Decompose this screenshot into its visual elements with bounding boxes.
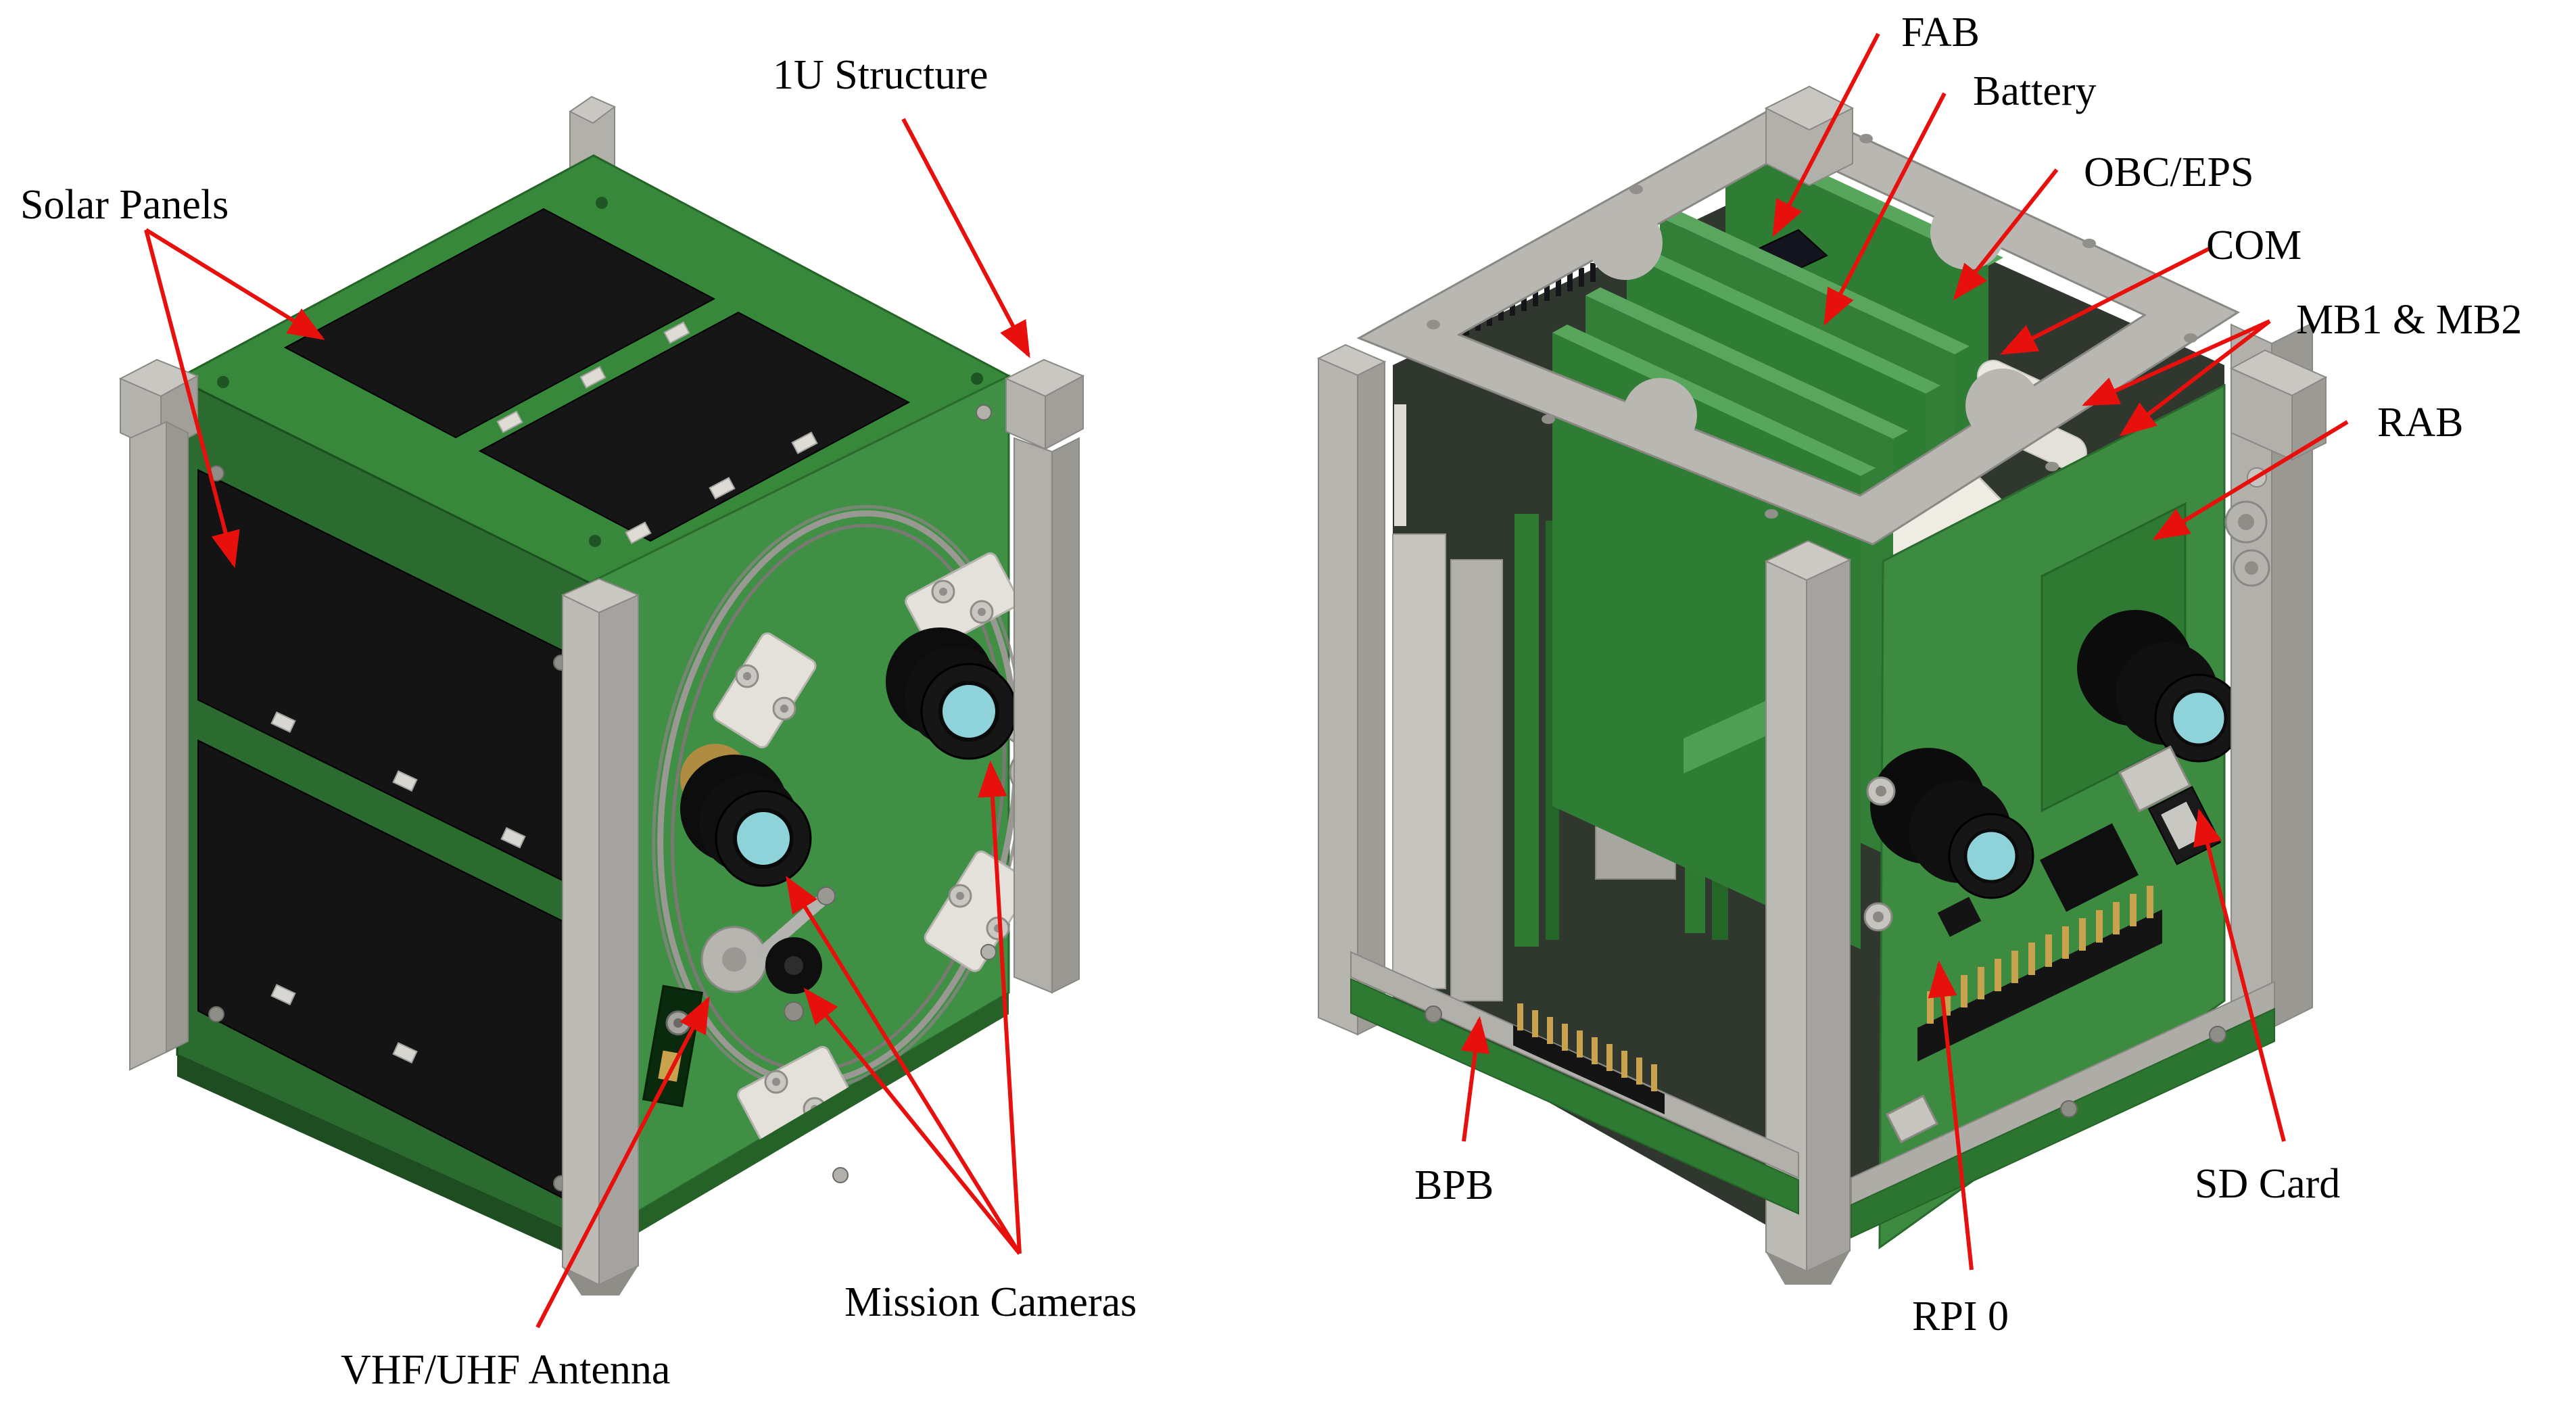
leader-com xyxy=(2000,247,2210,355)
mission-camera-lower xyxy=(680,744,812,887)
leader-mb2 xyxy=(2119,319,2271,437)
bracket xyxy=(924,850,1032,972)
label-mb1-mb2: MB1 & MB2 xyxy=(2296,297,2523,343)
antenna-disc xyxy=(765,937,822,1022)
leader-arrows xyxy=(144,32,2349,1329)
leader-sd-card xyxy=(2193,808,2286,1142)
solar-panel-top-left xyxy=(283,208,716,439)
frame-post-right xyxy=(2229,322,2328,1029)
camera-lens-glass xyxy=(2170,689,2228,747)
label-solar-panels: Solar Panels xyxy=(20,182,229,228)
leader-rab xyxy=(2152,420,2349,540)
leader-solar-panels-side xyxy=(144,229,240,569)
label-1u-structure: 1U Structure xyxy=(773,52,988,98)
solar-panel-connectors-top xyxy=(496,321,818,544)
label-battery: Battery xyxy=(1973,68,2097,114)
mission-camera-upper xyxy=(886,627,1018,760)
mission-camera-internal-upper xyxy=(2077,610,2243,763)
solar-panel-top-right xyxy=(478,311,911,542)
frame-top-ring xyxy=(1356,100,2241,546)
corner-rail-front xyxy=(560,577,640,1296)
label-obc-eps: OBC/EPS xyxy=(2084,149,2254,195)
frame-post-front xyxy=(1764,540,1852,1285)
label-mission-cameras: Mission Cameras xyxy=(844,1279,1137,1325)
leader-bpb xyxy=(1460,1016,1490,1142)
cubesat-exterior-render xyxy=(118,95,1085,1296)
mission-camera-internal-lower xyxy=(1870,748,2034,899)
leader-mission-camera-3 xyxy=(803,987,1022,1255)
label-sd-card: SD Card xyxy=(2195,1161,2341,1207)
solar-panel-connectors-side xyxy=(270,711,526,1064)
panel-bottom-edges xyxy=(177,993,1009,1262)
cubesat-internal-render xyxy=(1316,85,2328,1285)
bracket xyxy=(713,632,817,749)
label-rab: RAB xyxy=(2377,400,2464,446)
corner-rail-left xyxy=(118,358,199,1071)
leader-mb1 xyxy=(2082,319,2271,406)
leader-obc-eps xyxy=(1953,168,2059,301)
corner-rail-right xyxy=(1004,358,1085,994)
leader-rpi-0 xyxy=(1928,960,1974,1271)
bracket xyxy=(905,552,1020,650)
label-rpi-0: RPI 0 xyxy=(1912,1293,2009,1339)
rab-bolts xyxy=(1863,776,1896,932)
leader-battery xyxy=(1823,92,1947,326)
gold-pin-header xyxy=(1917,886,2162,1062)
rpi0-chip xyxy=(1937,823,2139,937)
frame-screw-holes xyxy=(1427,134,2197,519)
leader-solar-panels-top xyxy=(145,228,325,340)
leader-mission-camera-1 xyxy=(786,876,1022,1255)
leader-fab xyxy=(1772,32,1880,237)
camera-lens-glass xyxy=(733,808,794,869)
frame-post-left xyxy=(1316,343,1387,1036)
frame-post-back xyxy=(1764,85,1855,187)
leader-mission-camera-2 xyxy=(978,760,1022,1254)
label-fab: FAB xyxy=(1901,9,1980,55)
camera-lens-glass xyxy=(938,681,999,742)
camera-lens-glass xyxy=(1963,828,2019,884)
leader-1u-structure xyxy=(901,118,1030,358)
label-com: COM xyxy=(2206,222,2302,268)
antenna-brackets xyxy=(713,552,1032,1144)
label-bpb: BPB xyxy=(1414,1162,1494,1208)
label-vhf-uhf-antenna: VHF/UHF Antenna xyxy=(341,1347,671,1393)
leader-vhf-uhf-antenna xyxy=(535,996,710,1329)
micro-usb-port xyxy=(1885,745,2191,1144)
